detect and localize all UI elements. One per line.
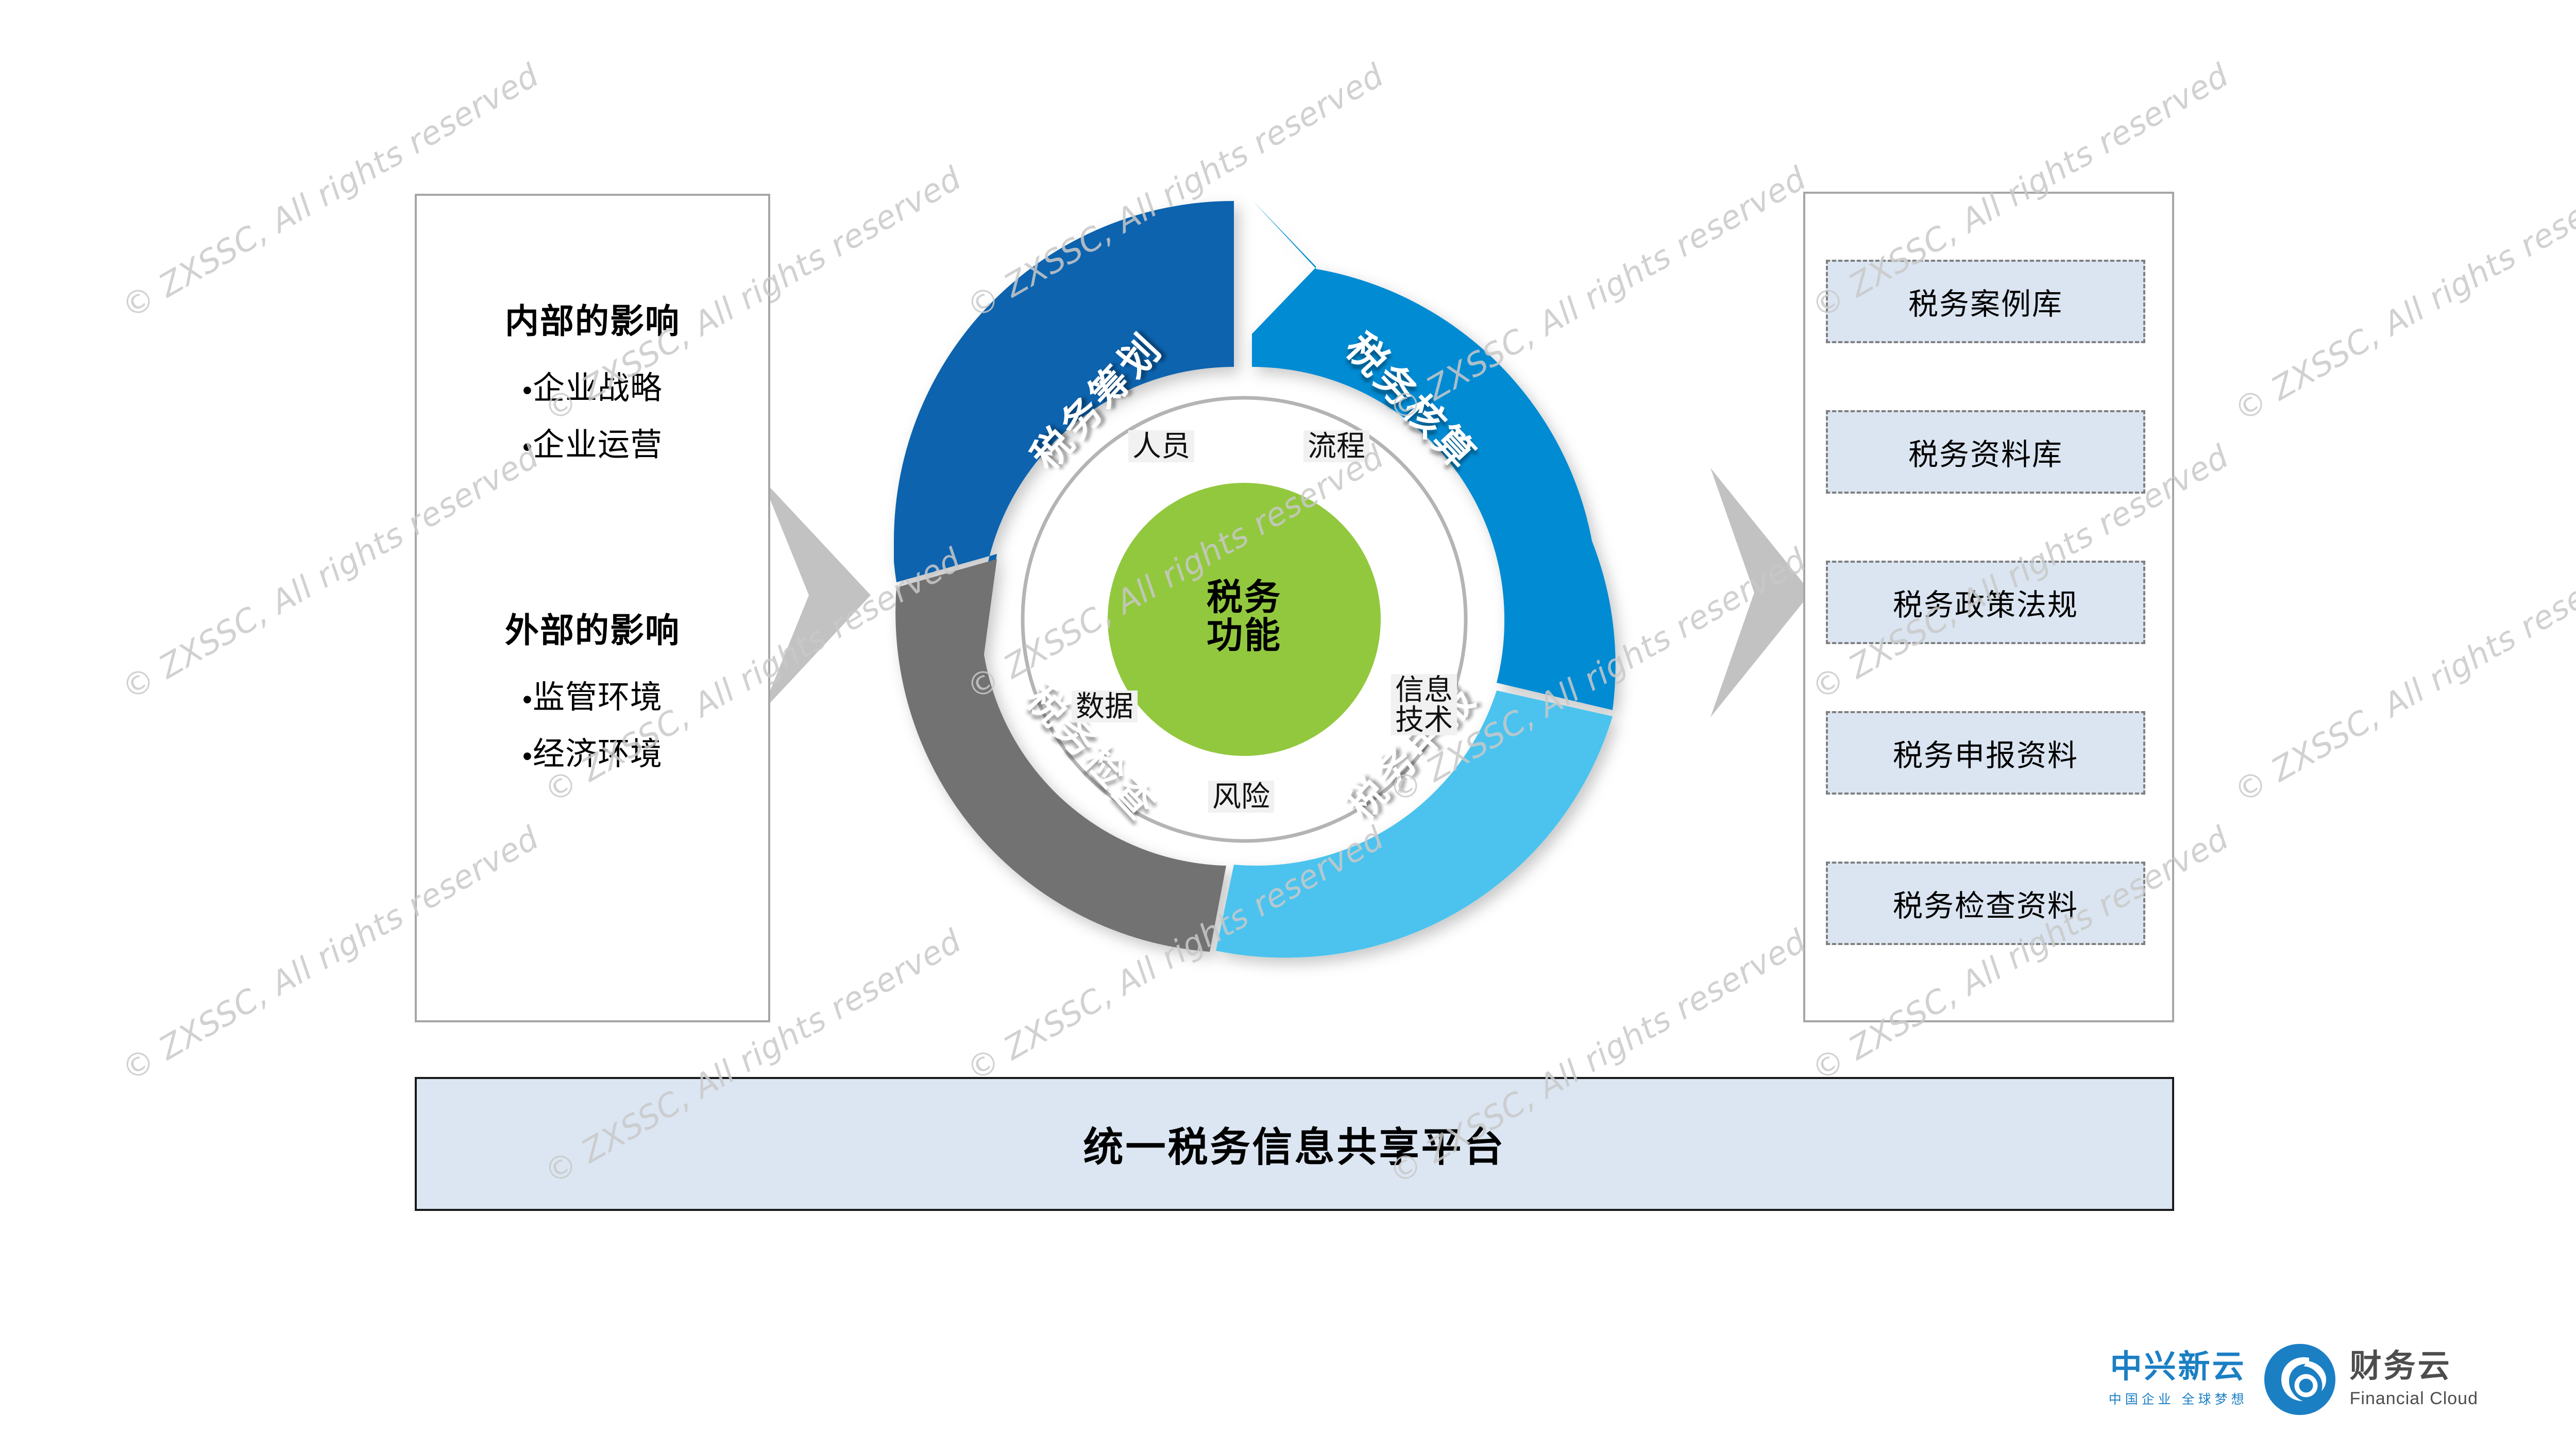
influence-group-external: 外部的影响 •监管环境 •经济环境 xyxy=(417,603,768,779)
resource-box[interactable]: 税务申报资料 xyxy=(1826,711,2145,795)
brand-text-block: 中兴新云 中国企业 全球梦想 xyxy=(2109,1351,2248,1408)
list-item-label: 企业运营 xyxy=(532,427,663,463)
resource-box[interactable]: 税务资料库 xyxy=(1826,410,2145,494)
tax-function-donut-diagram: 税务筹划 税务核算 税务申报 税务检查 人员 流程 数据 信息 技术 风险 税务… xyxy=(768,170,1736,1046)
core-label-line1: 税务 xyxy=(1207,577,1282,617)
list-item-label: 经济环境 xyxy=(532,736,663,772)
core-label-line2: 功能 xyxy=(1207,615,1282,656)
donut-svg xyxy=(894,200,1616,958)
brand-tagline: 中国企业 全球梦想 xyxy=(2108,1392,2248,1407)
list-item: •企业战略 xyxy=(417,357,768,413)
influence-item-list: •监管环境 •经济环境 xyxy=(417,666,768,779)
tax-resources-panel: 税务案例库 税务资料库 税务政策法规 税务申报资料 税务检查资料 xyxy=(1803,192,2174,1022)
list-item-label: 企业战略 xyxy=(532,370,663,406)
inner-ring-circle xyxy=(1021,396,1468,843)
list-item-label: 监管环境 xyxy=(532,680,663,715)
bullet-icon: • xyxy=(522,740,533,772)
resource-box[interactable]: 税务案例库 xyxy=(1826,260,2145,343)
product-text-block: 财务云 Financial Cloud xyxy=(2349,1348,2478,1409)
bullet-icon: • xyxy=(522,375,533,406)
inner-label-people: 人员 xyxy=(1128,430,1194,462)
influence-group-title: 外部的影响 xyxy=(505,611,680,649)
product-name-en: Financial Cloud xyxy=(2349,1388,2478,1408)
resource-box[interactable]: 税务政策法规 xyxy=(1826,561,2145,644)
bullet-icon: • xyxy=(522,684,533,715)
inner-label-data: 数据 xyxy=(1072,690,1138,722)
segment-tax-planning[interactable] xyxy=(894,201,1234,649)
bullet-icon: • xyxy=(522,431,533,463)
watermark-text: © ZXSSC, All rights reserved xyxy=(2227,540,2576,811)
product-name: 财务云 xyxy=(2349,1348,2452,1384)
internal-external-influences-panel: 内部的影响 •企业战略 •企业运营 外部的影响 •监管环境 •经济环境 xyxy=(415,194,770,1022)
core-circle xyxy=(1108,483,1381,756)
footer-brand-lockup: 中兴新云 中国企业 全球梦想 财务云 Financial Cloud xyxy=(2109,1341,2478,1418)
unified-tax-platform-bar: 统一税务信息共享平台 xyxy=(415,1077,2174,1211)
inner-label-process: 流程 xyxy=(1303,430,1369,462)
list-item: •企业运营 xyxy=(417,413,768,470)
left-chevron-arrow xyxy=(761,478,871,712)
right-chevron-arrow xyxy=(1710,468,1811,717)
influence-item-list: •企业战略 •企业运营 xyxy=(417,357,768,470)
inner-label-information-technology: 信息 技术 xyxy=(1391,674,1457,736)
list-item: •监管环境 xyxy=(417,666,768,722)
watermark-text: © ZXSSC, All rights reserved xyxy=(2227,159,2576,429)
resource-box[interactable]: 税务检查资料 xyxy=(1826,862,2145,945)
influence-group-internal: 内部的影响 •企业战略 •企业运营 xyxy=(417,294,768,470)
brand-name: 中兴新云 xyxy=(2110,1349,2246,1385)
cloud-swirl-logo-icon xyxy=(2264,1344,2335,1415)
inner-label-risk: 风险 xyxy=(1208,781,1274,813)
list-item: •经济环境 xyxy=(417,722,768,779)
platform-bar-label: 统一税务信息共享平台 xyxy=(1083,1124,1506,1170)
core-label: 税务 功能 xyxy=(1175,577,1314,656)
segment-tax-filing[interactable] xyxy=(1216,690,1613,958)
segment-tax-accounting[interactable] xyxy=(1252,200,1616,710)
segment-tax-inspection[interactable] xyxy=(895,559,1226,952)
influence-group-title: 内部的影响 xyxy=(505,302,680,340)
